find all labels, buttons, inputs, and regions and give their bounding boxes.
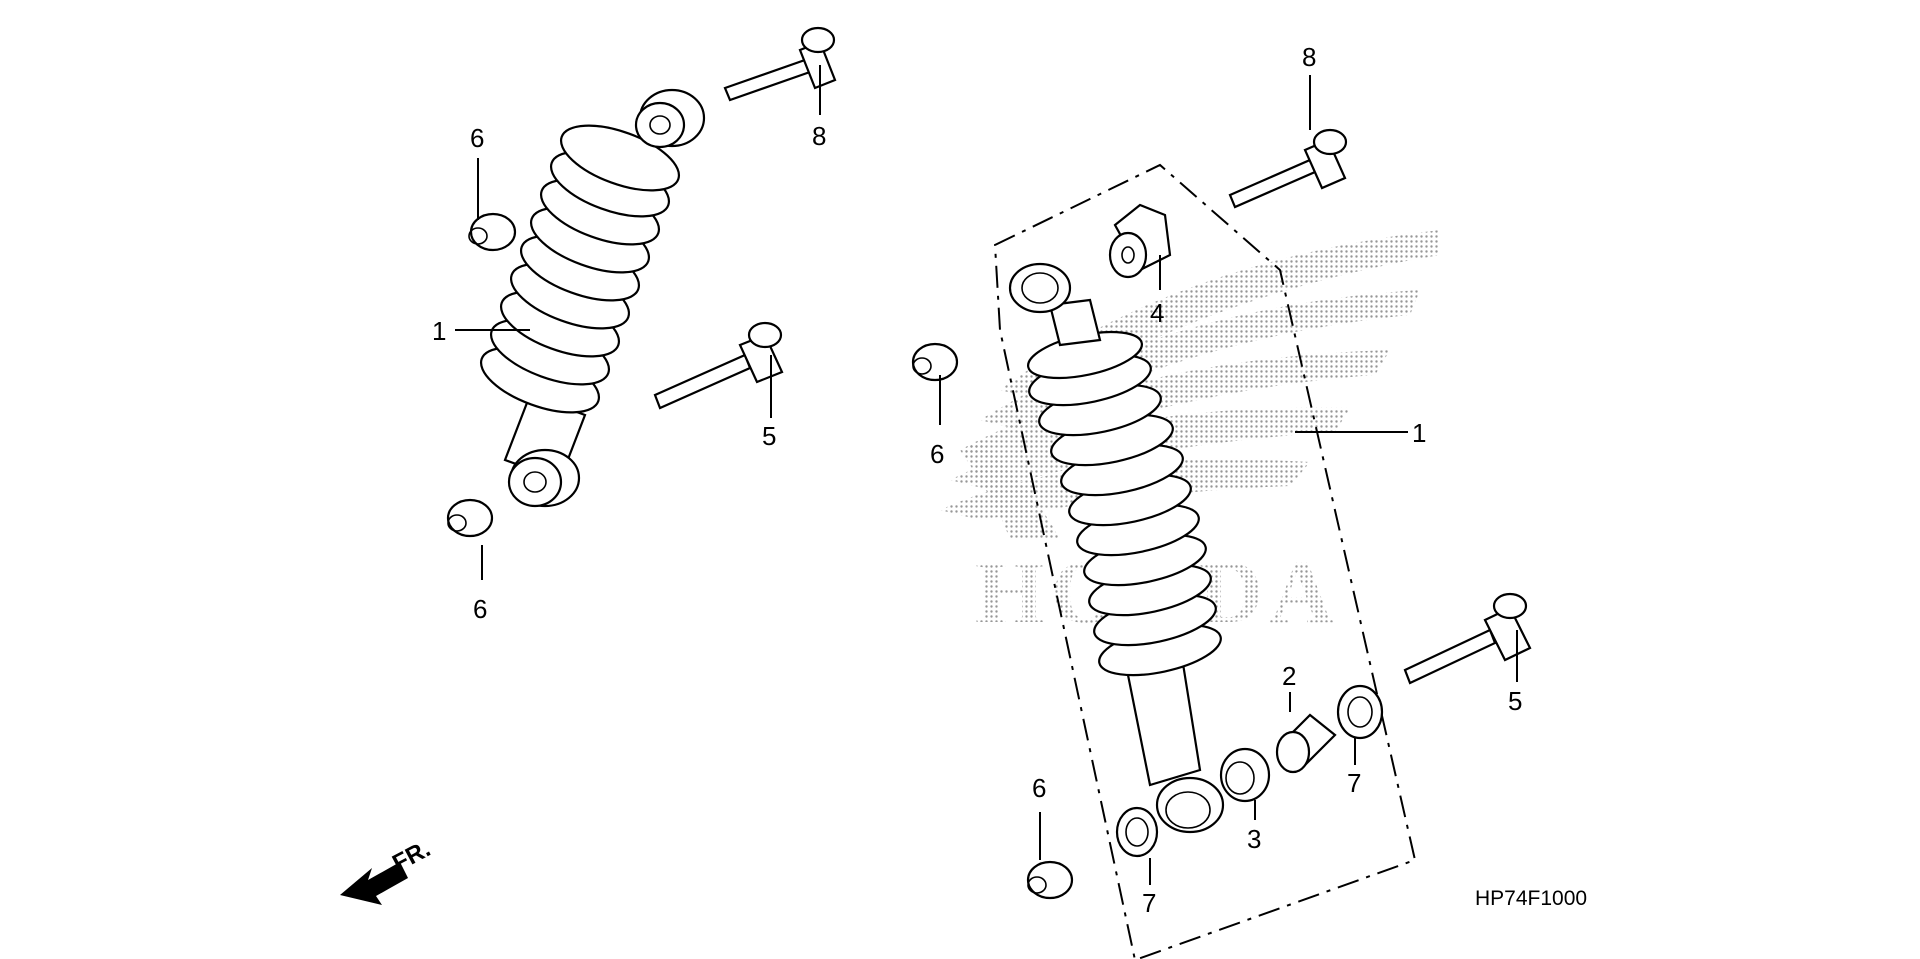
callout-nut-upper-left: 6 bbox=[470, 123, 484, 153]
callout-bolt-upper-right: 8 bbox=[1302, 42, 1316, 72]
callout-washer-right: 7 bbox=[1347, 768, 1361, 798]
bolt-upper-left bbox=[723, 26, 837, 102]
assembly-outline bbox=[993, 163, 1417, 959]
callout-nut-lower-left: 6 bbox=[473, 594, 487, 624]
washer-left bbox=[1115, 806, 1159, 858]
callout-nut-middle: 6 bbox=[930, 439, 944, 469]
callout-bearing: 3 bbox=[1247, 824, 1261, 854]
callout-left-shock: 1 bbox=[432, 316, 446, 346]
bearing bbox=[1219, 747, 1271, 803]
right-shock-absorber bbox=[1008, 262, 1225, 834]
left-shock-absorber bbox=[479, 88, 706, 508]
callout-upper-bushing: 4 bbox=[1150, 298, 1164, 328]
callout-bolt-upper-left: 8 bbox=[812, 121, 826, 151]
nut-bottom bbox=[1026, 860, 1074, 900]
nut-upper-left bbox=[468, 212, 517, 252]
callout-bolt-right: 5 bbox=[1508, 686, 1522, 716]
leader-lines bbox=[455, 65, 1518, 885]
diagram-code: HP74F1000 bbox=[1475, 887, 1587, 910]
callout-nut-bottom: 6 bbox=[1032, 773, 1046, 803]
callout-bushing: 2 bbox=[1282, 661, 1296, 691]
bolt-middle-left bbox=[653, 321, 784, 410]
bolt-lower-right bbox=[1403, 592, 1532, 685]
front-direction-arrow: FR. bbox=[340, 835, 435, 905]
upper-bushing bbox=[1108, 203, 1172, 279]
washer-right bbox=[1336, 684, 1384, 740]
callout-bolt-left: 5 bbox=[762, 421, 776, 451]
bolt-upper-right bbox=[1228, 128, 1348, 209]
nut-lower-left bbox=[446, 498, 494, 538]
bushing bbox=[1275, 713, 1337, 774]
callout-right-shock: 1 bbox=[1412, 418, 1426, 448]
nut-middle bbox=[911, 342, 959, 382]
callout-washer-left: 7 bbox=[1142, 888, 1156, 918]
